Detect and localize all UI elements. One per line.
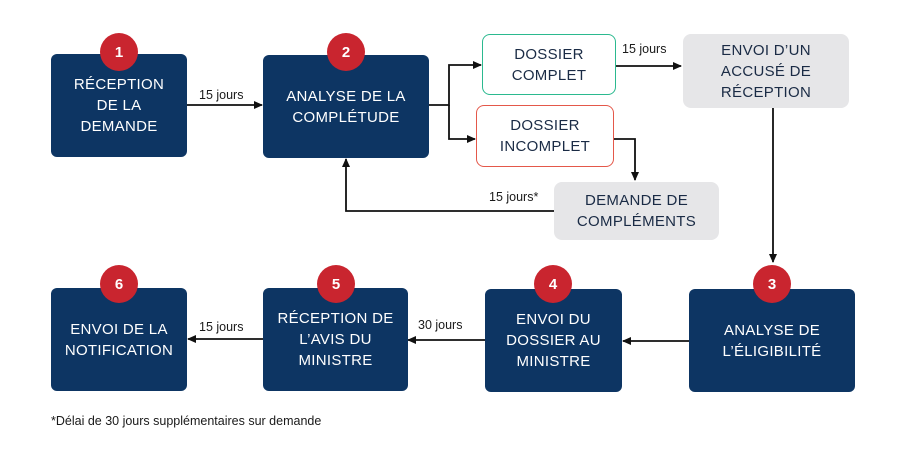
step-6-label: ENVOI DE LA NOTIFICATION xyxy=(64,320,174,359)
step-3-box: ANALYSE DE L’ÉLIGIBILITÉ xyxy=(689,289,855,392)
step-6-box: ENVOI DE LA NOTIFICATION xyxy=(51,288,187,391)
step-5-badge: 5 xyxy=(317,265,355,303)
accuse-reception-box: ENVOI D’UN ACCUSÉ DE RÉCEPTION xyxy=(683,34,849,108)
step-5-box: RÉCEPTION DE L’AVIS DU MINISTRE xyxy=(263,288,408,391)
step-4-badge: 4 xyxy=(534,265,572,303)
arrow-complements-to-2 xyxy=(342,158,554,212)
delay-complet-accuse: 15 jours xyxy=(622,42,667,56)
step-1-box: RÉCEPTION DE LA DEMANDE xyxy=(51,54,187,157)
arrow-2-to-incomplet xyxy=(448,105,476,143)
demande-complements-box: DEMANDE DE COMPLÉMENTS xyxy=(554,182,719,240)
arrow-incomplet-to-complements xyxy=(614,138,639,181)
step-4-box: ENVOI DU DOSSIER AU MINISTRE xyxy=(485,289,622,392)
step-1-label: RÉCEPTION DE LA DEMANDE xyxy=(73,76,165,135)
step-4-label: ENVOI DU DOSSIER AU MINISTRE xyxy=(506,311,601,370)
dossier-complet-box: DOSSIER COMPLET xyxy=(482,34,616,95)
arrow-2-to-complet xyxy=(429,61,482,106)
delay-complements: 15 jours* xyxy=(489,190,539,204)
step-2-box: ANALYSE DE LA COMPLÉTUDE xyxy=(263,55,429,158)
step-6-badge: 6 xyxy=(100,265,138,303)
footnote: *Délai de 30 jours supplémentaires sur d… xyxy=(51,414,322,428)
delay-4-5: 30 jours xyxy=(418,318,463,332)
delay-1-2: 15 jours xyxy=(199,88,244,102)
dossier-incomplet-label: DOSSIER INCOMPLET xyxy=(499,117,591,155)
step-2-label: ANALYSE DE LA COMPLÉTUDE xyxy=(286,87,406,126)
step-3-badge: 3 xyxy=(753,265,791,303)
step-3-label: ANALYSE DE L’ÉLIGIBILITÉ xyxy=(722,321,822,360)
step-5-label: RÉCEPTION DE L’AVIS DU MINISTRE xyxy=(277,310,394,369)
accuse-reception-label: ENVOI D’UN ACCUSÉ DE RÉCEPTION xyxy=(720,41,812,101)
dossier-incomplet-box: DOSSIER INCOMPLET xyxy=(476,105,614,167)
step-2-badge: 2 xyxy=(327,33,365,71)
delay-5-6: 15 jours xyxy=(199,320,244,334)
step-1-badge: 1 xyxy=(100,33,138,71)
dossier-complet-label: DOSSIER COMPLET xyxy=(511,45,587,84)
demande-complements-label: DEMANDE DE COMPLÉMENTS xyxy=(576,192,697,230)
